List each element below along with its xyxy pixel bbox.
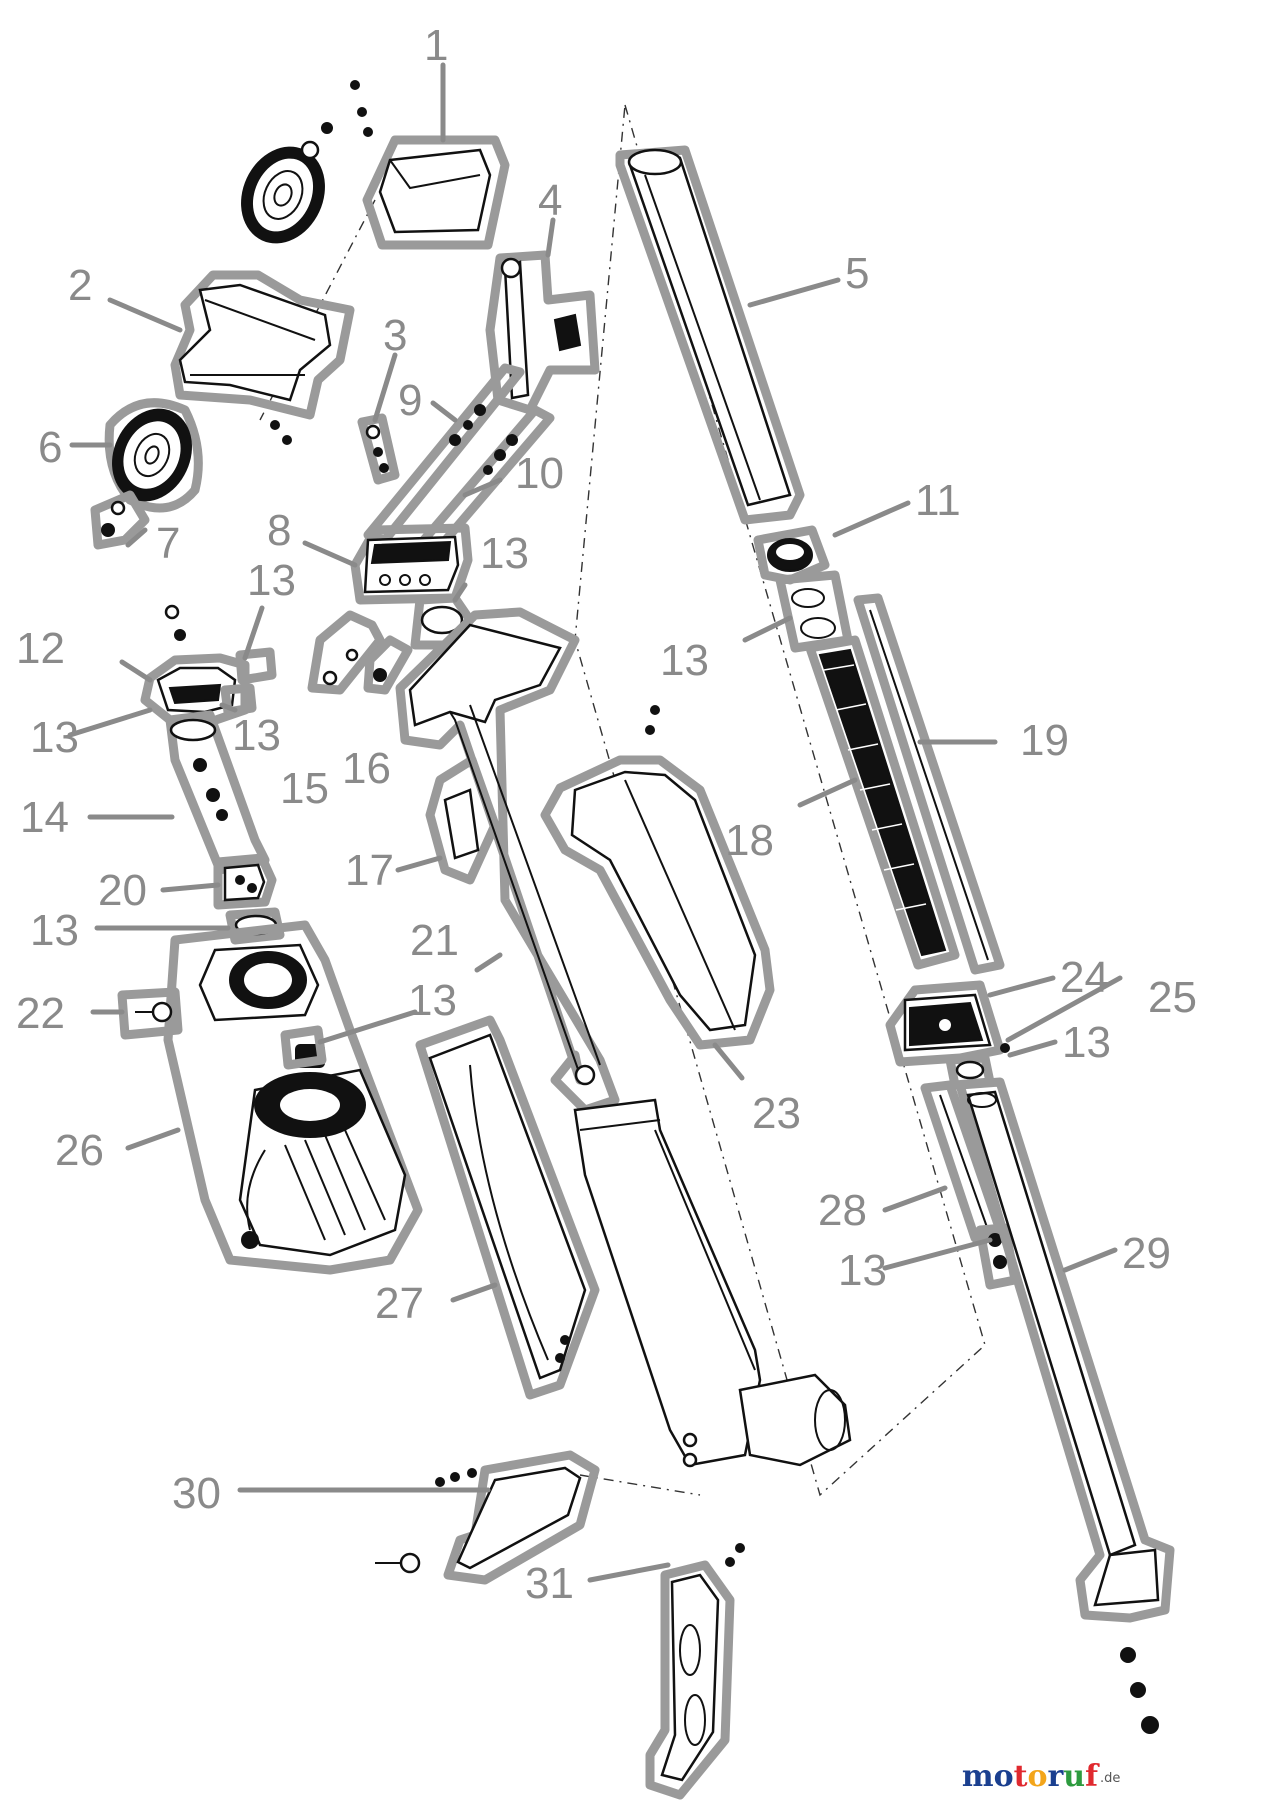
watermark-suffix: .de [1100,1771,1120,1786]
part-4-lever [485,250,600,415]
label-31: 31 [525,1559,574,1608]
label-17: 17 [345,846,394,895]
part-30-foot [375,1450,600,1585]
label-21: 21 [410,916,459,965]
part-31-sole-plate [645,1543,745,1800]
part-21-beam [395,607,620,1115]
label-5: 5 [845,249,869,298]
label-19: 19 [1020,716,1069,765]
part-13-orings [775,570,853,653]
part-25-pin [1000,1043,1010,1053]
part-6-wheel [104,398,203,513]
label-16: 16 [342,744,391,793]
label-24: 24 [1060,953,1109,1002]
label-13: 13 [838,1246,887,1295]
label-6: 6 [38,423,62,472]
part-27-guard [415,1015,600,1400]
label-15: 15 [280,764,329,813]
label-13: 13 [408,976,457,1025]
part-23-wedge [540,705,775,1050]
label-8: 8 [267,506,291,555]
label-3: 3 [383,311,407,360]
label-12: 12 [16,624,65,673]
part-19-rod [853,593,1005,975]
leader-lines [67,62,1123,1583]
guide-line [259,199,376,421]
label-10: 10 [515,449,564,498]
part-1-box [321,80,510,250]
label-13: 13 [30,906,79,955]
label-4: 4 [538,176,562,225]
guide-line [579,1474,701,1496]
part-17-plate [425,755,500,885]
label-28: 28 [818,1186,867,1235]
label-13: 13 [30,713,79,762]
part-29-push-rod [955,1077,1175,1734]
main-frame [573,1098,852,1468]
label-22: 22 [16,989,65,1038]
guide-frame [574,104,986,1497]
part-5-cylinder [615,145,805,525]
part-2-bracket [170,270,355,445]
label-18: 18 [725,816,774,865]
label-11: 11 [915,476,961,525]
label-14: 14 [20,793,69,842]
label-9: 9 [398,376,422,425]
part-8-valve-block [350,523,473,605]
part-7-fastener [90,490,150,550]
part-22-bolt [117,987,183,1040]
label-13: 13 [1062,1018,1111,1067]
part-13-seal [235,647,277,685]
label-20: 20 [98,866,147,915]
part-11-piston [753,525,830,585]
label-13: 13 [480,529,529,578]
part-15-16-fittings [307,610,413,695]
part-13-seal [280,1025,327,1070]
label-7: 7 [156,519,180,568]
label-26: 26 [55,1126,104,1175]
label-30: 30 [172,1469,221,1518]
part-24-plate [885,980,1005,1067]
part-26-motor [163,920,423,1275]
label-13: 13 [232,711,281,760]
part-20-bearing [213,853,277,910]
label-1: 1 [424,21,448,70]
label-25: 25 [1148,973,1197,1022]
label-13: 13 [660,636,709,685]
part-18-spring [805,635,960,970]
watermark-brand: motoruf [962,1759,1100,1794]
part-labels: 1 2 3 4 5 6 7 8 9 10 11 12 13 13 13 13 1… [16,21,1197,1608]
label-23: 23 [752,1089,801,1138]
part-3-bolts [357,413,400,485]
label-27: 27 [375,1279,424,1328]
label-29: 29 [1122,1229,1171,1278]
label-2: 2 [68,261,92,310]
wheel-top-icon [241,140,325,244]
watermark-logo: motoruf .de [962,1759,1121,1794]
label-13: 13 [247,556,296,605]
